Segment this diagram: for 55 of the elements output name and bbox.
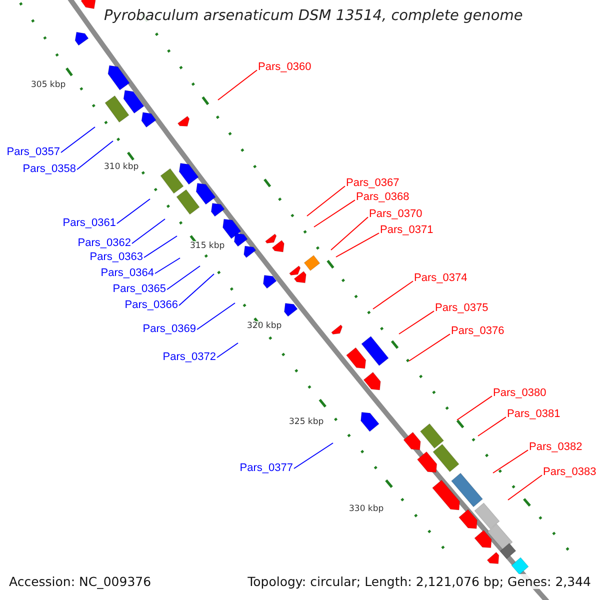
leader-line bbox=[154, 258, 180, 274]
leader-line bbox=[76, 140, 114, 170]
scale-label: 325 kbp bbox=[288, 417, 325, 427]
leader-line bbox=[216, 342, 238, 358]
gene-label: Pars_0372 bbox=[162, 351, 216, 364]
leader-line bbox=[218, 70, 258, 100]
leader-line bbox=[196, 302, 236, 330]
gene-label: Pars_0367 bbox=[346, 177, 400, 190]
gene-label: Pars_0382 bbox=[529, 441, 582, 454]
leader-line bbox=[132, 218, 166, 244]
gene-label: Pars_0376 bbox=[451, 325, 504, 338]
gene-label: Pars_0370 bbox=[369, 208, 422, 221]
scale-label: 320 kbp bbox=[246, 321, 283, 331]
leader-line bbox=[116, 198, 150, 224]
leader-line bbox=[398, 310, 434, 334]
gene-label: Pars_0365 bbox=[112, 283, 166, 296]
gene-label: Pars_0362 bbox=[78, 237, 131, 250]
leader-line bbox=[456, 396, 492, 420]
leader-line bbox=[144, 236, 178, 258]
leader-line bbox=[372, 280, 414, 310]
gene-label: Pars_0364 bbox=[100, 267, 154, 280]
gene-label: Pars_0366 bbox=[124, 299, 178, 312]
leader-line bbox=[294, 442, 334, 469]
gene-label: Pars_0383 bbox=[543, 466, 596, 479]
leader-line bbox=[408, 334, 450, 362]
leader-line bbox=[336, 232, 380, 258]
scale-label: 310 kbp bbox=[103, 162, 140, 172]
leader-line bbox=[178, 274, 214, 306]
gene-label: Pars_0380 bbox=[493, 387, 546, 400]
gene-label: Pars_0374 bbox=[414, 272, 468, 285]
map-title: Pyrobaculum arsenaticum DSM 13514, complete genome bbox=[104, 8, 523, 24]
scale-label: 315 kbp bbox=[189, 241, 226, 251]
gene-label: Pars_0363 bbox=[90, 251, 143, 264]
accession-text: Accession: NC_009376 bbox=[9, 574, 152, 589]
gene-label: Pars_0371 bbox=[380, 224, 434, 237]
leader-line bbox=[330, 216, 368, 250]
leader-line bbox=[478, 416, 506, 436]
gene-label: Pars_0368 bbox=[356, 191, 410, 204]
leader-line bbox=[508, 474, 542, 500]
gene-label: Pars_0377 bbox=[240, 462, 293, 475]
gene-label: Pars_0357 bbox=[6, 146, 60, 159]
gene-label: Pars_0361 bbox=[62, 217, 116, 230]
scale-label: 330 kbp bbox=[348, 504, 385, 514]
gene-label: Pars_0358 bbox=[22, 163, 76, 176]
leader-line bbox=[60, 126, 96, 153]
gene-label: Pars_0369 bbox=[142, 323, 196, 336]
leader-line bbox=[306, 186, 346, 216]
genome-summary-text: Topology: circular; Length: 2,121,076 bp; Genes: 2,344 bbox=[248, 574, 591, 589]
gene-label: Pars_0360 bbox=[258, 61, 312, 74]
leader-line bbox=[314, 200, 356, 228]
gene-label: Pars_0375 bbox=[435, 302, 488, 315]
leader-line bbox=[166, 266, 200, 290]
gene-label: Pars_0381 bbox=[507, 408, 560, 421]
scale-label: 305 kbp bbox=[30, 80, 67, 90]
leader-line bbox=[492, 450, 528, 474]
